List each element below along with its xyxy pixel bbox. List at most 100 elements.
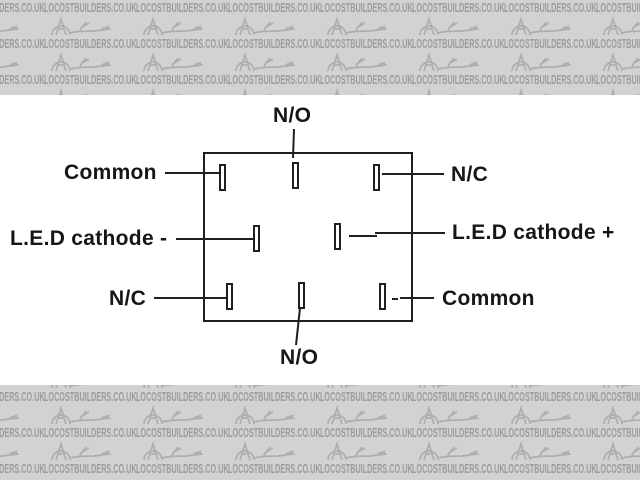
car-sketch-icon bbox=[511, 441, 571, 461]
switch-body-outline bbox=[203, 152, 413, 322]
pin-bottom-left bbox=[226, 283, 233, 310]
watermark-tile: LOCOSTBUILDERS.CO.UK bbox=[226, 385, 321, 404]
watermark-tile: LOCOSTBUILDERS.CO.UK bbox=[134, 385, 229, 403]
watermark-tile: LOCOSTBUILDERS.CO.UK bbox=[594, 385, 640, 403]
watermark-tile: LOCOSTBUILDERS.CO.UK bbox=[0, 14, 45, 50]
watermark-tile: LOCOSTBUILDERS.CO.UK bbox=[594, 14, 640, 50]
pin-bottom-center bbox=[298, 282, 305, 309]
watermark-tile: LOCOSTBUILDERS.CO.UK bbox=[594, 86, 640, 95]
watermark-text: LOCOSTBUILDERS.CO.UK bbox=[412, 1, 505, 15]
car-sketch-icon bbox=[143, 441, 203, 461]
watermark-text: LOCOSTBUILDERS.CO.UK bbox=[0, 426, 45, 440]
car-sketch-icon bbox=[603, 405, 640, 425]
label-led-cathode-plus: L.E.D cathode + bbox=[452, 221, 615, 244]
car-sketch-icon bbox=[143, 405, 203, 425]
watermark-tile: LOCOSTBUILDERS.CO.UK bbox=[318, 0, 413, 15]
car-sketch-icon bbox=[51, 52, 111, 72]
watermark-text: LOCOSTBUILDERS.CO.UK bbox=[504, 1, 597, 15]
car-sketch-icon bbox=[426, 88, 457, 95]
watermark-row: LOCOSTBUILDERS.CO.UKLOCOSTBUILDERS.CO.UK… bbox=[0, 14, 640, 50]
pin-top-left bbox=[219, 164, 226, 191]
watermark-text: LOCOSTBUILDERS.CO.UK bbox=[44, 390, 137, 404]
watermark-tile: LOCOSTBUILDERS.CO.UK bbox=[226, 50, 321, 86]
watermark-tile: LOCOSTBUILDERS.CO.UK bbox=[0, 439, 45, 475]
watermark-tile: LOCOSTBUILDERS.CO.UK bbox=[502, 14, 597, 50]
watermark-tile: LOCOSTBUILDERS.CO.UK bbox=[0, 0, 45, 15]
watermark-tile: LOCOSTBUILDERS.CO.UK bbox=[226, 0, 321, 15]
watermark-row: LOCOSTBUILDERS.CO.UKLOCOSTBUILDERS.CO.UK… bbox=[0, 50, 640, 86]
watermark-tile: LOCOSTBUILDERS.CO.UK bbox=[226, 439, 321, 475]
car-sketch-icon bbox=[143, 385, 177, 389]
watermark-tile: LOCOSTBUILDERS.CO.UK bbox=[134, 14, 229, 50]
car-sketch-icon bbox=[327, 441, 387, 461]
label-nc-bottom-left: N/C bbox=[109, 287, 147, 310]
watermark-tile: LOCOSTBUILDERS.CO.UK bbox=[134, 0, 229, 15]
watermark-tile: LOCOSTBUILDERS.CO.UK bbox=[502, 403, 597, 440]
watermark-text: LOCOSTBUILDERS.CO.UK bbox=[504, 462, 597, 476]
label-led-cathode-minus: L.E.D cathode - bbox=[10, 227, 168, 250]
car-sketch-icon bbox=[327, 385, 361, 389]
watermark-text: LOCOSTBUILDERS.CO.UK bbox=[320, 1, 413, 15]
watermark-text: LOCOSTBUILDERS.CO.UK bbox=[504, 426, 597, 440]
watermark-text: LOCOSTBUILDERS.CO.UK bbox=[504, 390, 597, 404]
watermark-text: LOCOSTBUILDERS.CO.UK bbox=[228, 37, 321, 51]
watermark-text: LOCOSTBUILDERS.CO.UK bbox=[44, 426, 137, 440]
watermark-text: LOCOSTBUILDERS.CO.UK bbox=[320, 426, 413, 440]
watermark-tile: LOCOSTBUILDERS.CO.UK bbox=[318, 50, 413, 86]
watermark-tile: LOCOSTBUILDERS.CO.UK bbox=[42, 86, 134, 95]
car-sketch-icon bbox=[511, 405, 571, 425]
pin-bottom-right bbox=[379, 283, 386, 310]
watermark-tile: LOCOSTBUILDERS.CO.UK bbox=[134, 86, 226, 95]
watermark-text: LOCOSTBUILDERS.CO.UK bbox=[44, 73, 137, 87]
watermark-tile: LOCOSTBUILDERS.CO.UK bbox=[42, 14, 137, 50]
watermark-text: LOCOSTBUILDERS.CO.UK bbox=[412, 73, 505, 87]
watermark-tile: LOCOSTBUILDERS.CO.UK bbox=[226, 14, 321, 51]
car-sketch-icon bbox=[235, 441, 295, 461]
watermark-tile: LOCOSTBUILDERS.CO.UK bbox=[410, 439, 505, 475]
car-sketch-icon bbox=[334, 88, 365, 95]
car-sketch-icon bbox=[327, 52, 387, 72]
car-sketch-icon bbox=[143, 52, 203, 72]
watermark-band-bottom: LOCOSTBUILDERS.CO.UKLOCOSTBUILDERS.CO.UK… bbox=[0, 385, 640, 480]
watermark-text: LOCOSTBUILDERS.CO.UK bbox=[136, 462, 229, 476]
car-sketch-icon bbox=[511, 385, 545, 389]
label-no-bottom: N/O bbox=[280, 346, 319, 369]
car-sketch-icon bbox=[235, 52, 295, 72]
watermark-tile: LOCOSTBUILDERS.CO.UK bbox=[318, 14, 413, 50]
car-sketch-icon bbox=[327, 405, 387, 425]
watermark-tile: LOCOSTBUILDERS.CO.UK bbox=[0, 50, 45, 86]
watermark-tile: LOCOSTBUILDERS.CO.UK bbox=[410, 385, 505, 403]
label-common-top-left: Common bbox=[64, 161, 157, 184]
watermark-text: LOCOSTBUILDERS.CO.UK bbox=[136, 73, 229, 87]
car-sketch-icon bbox=[603, 16, 640, 36]
watermark-tile: LOCOSTBUILDERS.CO.UK bbox=[226, 403, 321, 439]
watermark-row: LOCOSTBUILDERS.CO.UKLOCOSTBUILDERS.CO.UK… bbox=[0, 0, 640, 15]
car-sketch-icon bbox=[419, 16, 479, 36]
watermark-tile: LOCOSTBUILDERS.CO.UK bbox=[410, 86, 502, 95]
watermark-tile: LOCOSTBUILDERS.CO.UK bbox=[0, 403, 45, 440]
watermark-text: LOCOSTBUILDERS.CO.UK bbox=[44, 462, 137, 476]
car-sketch-icon bbox=[150, 88, 181, 95]
watermark-text: LOCOSTBUILDERS.CO.UK bbox=[596, 390, 640, 404]
pin-middle-left bbox=[253, 225, 260, 252]
watermark-text: LOCOSTBUILDERS.CO.UK bbox=[596, 426, 640, 440]
watermark-row: LOCOSTBUILDERS.CO.UKLOCOSTBUILDERS.CO.UK… bbox=[0, 403, 640, 439]
car-sketch-icon bbox=[235, 16, 295, 36]
car-sketch-icon bbox=[610, 88, 640, 95]
watermark-tile: LOCOSTBUILDERS.CO.UK bbox=[42, 403, 137, 440]
watermark-tile: LOCOSTBUILDERS.CO.UK bbox=[594, 403, 640, 439]
watermark-text: LOCOSTBUILDERS.CO.UK bbox=[136, 1, 229, 15]
watermark-text: LOCOSTBUILDERS.CO.UK bbox=[596, 37, 640, 51]
watermark-tile: LOCOSTBUILDERS.CO.UK bbox=[594, 0, 640, 15]
car-sketch-icon bbox=[235, 405, 295, 425]
car-sketch-icon bbox=[0, 450, 19, 457]
watermark-text: LOCOSTBUILDERS.CO.UK bbox=[228, 390, 321, 404]
watermark-tile: LOCOSTBUILDERS.CO.UK bbox=[0, 385, 45, 404]
watermark-row: LOCOSTBUILDERS.CO.UKLOCOSTBUILDERS.CO.UK… bbox=[0, 439, 640, 475]
watermark-tile: LOCOSTBUILDERS.CO.UK bbox=[134, 403, 229, 439]
car-sketch-icon bbox=[0, 86, 26, 95]
pin-top-right bbox=[373, 164, 380, 191]
label-no-top: N/O bbox=[273, 104, 312, 127]
label-common-bottom-right: Common bbox=[442, 287, 535, 310]
car-sketch-icon bbox=[603, 385, 637, 389]
